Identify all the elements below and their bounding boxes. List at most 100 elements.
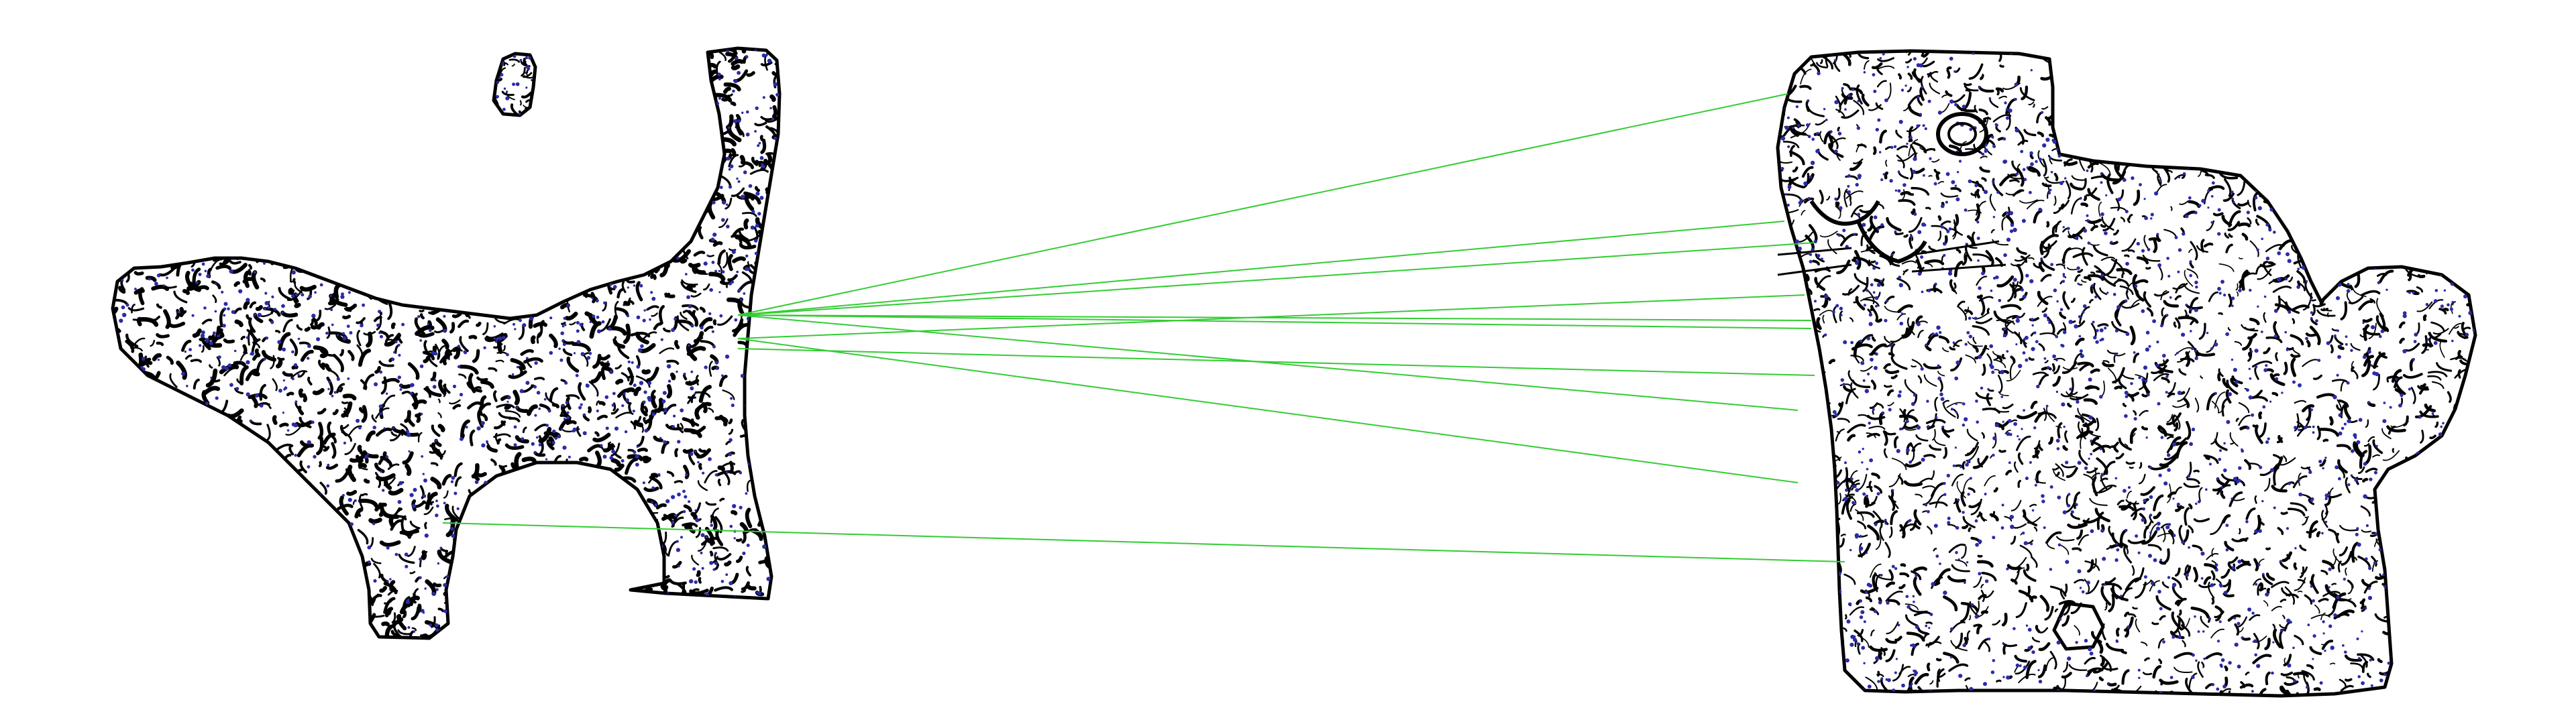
- texture-stroke: [242, 277, 253, 284]
- texture-stroke: [430, 174, 441, 182]
- keypoint: [147, 382, 152, 386]
- texture-stroke: [484, 66, 498, 73]
- keypoint: [592, 314, 596, 318]
- texture-stroke: [219, 138, 235, 152]
- texture-stroke: [582, 66, 590, 78]
- keypoint: [700, 326, 704, 330]
- texture-stroke: [129, 257, 142, 262]
- texture-stroke: [350, 181, 355, 190]
- keypoint: [113, 373, 118, 378]
- texture-stroke: [311, 115, 325, 122]
- texture-stroke: [2381, 428, 2392, 440]
- texture-stroke: [128, 644, 130, 656]
- texture-stroke: [362, 140, 368, 144]
- texture-stroke: [135, 483, 141, 499]
- texture-stroke: [591, 188, 610, 198]
- texture-stroke: [276, 507, 285, 512]
- keypoint: [625, 538, 629, 542]
- texture-stroke: [168, 231, 178, 237]
- keypoint: [661, 112, 665, 115]
- texture-stroke: [117, 145, 129, 159]
- keypoint: [253, 118, 257, 123]
- keypoint: [327, 463, 330, 467]
- texture-stroke: [131, 83, 145, 93]
- texture-stroke: [476, 321, 482, 327]
- texture-stroke: [117, 603, 124, 614]
- texture-stroke: [687, 190, 692, 204]
- texture-stroke: [710, 514, 718, 531]
- keypoint: [671, 328, 675, 333]
- keypoint: [107, 113, 110, 117]
- texture-stroke: [246, 314, 251, 320]
- keypoint: [714, 622, 718, 626]
- keypoint: [180, 234, 184, 238]
- texture-stroke: [760, 138, 767, 154]
- texture-stroke: [648, 617, 655, 627]
- texture-stroke: [246, 122, 260, 138]
- texture-stroke: [614, 364, 622, 370]
- texture-stroke: [227, 540, 235, 552]
- texture-stroke: [520, 349, 534, 356]
- texture-stroke: [441, 339, 449, 350]
- keypoint: [761, 53, 766, 58]
- texture-stroke: [309, 56, 322, 64]
- texture-stroke: [240, 599, 245, 608]
- keypoint: [496, 80, 500, 84]
- texture-stroke: [513, 535, 521, 543]
- keypoint: [298, 186, 302, 190]
- texture-stroke: [554, 252, 565, 259]
- keypoint: [560, 428, 564, 430]
- texture-stroke: [2033, 526, 2038, 532]
- keypoint: [354, 152, 358, 156]
- keypoint: [592, 630, 595, 633]
- texture-stroke: [478, 591, 488, 598]
- keypoint: [453, 282, 458, 286]
- texture-stroke: [1933, 548, 1937, 552]
- texture-stroke: [242, 628, 254, 638]
- keypoint: [136, 239, 141, 244]
- keypoint: [294, 454, 297, 457]
- texture-stroke: [341, 48, 350, 50]
- texture-stroke: [1805, 649, 1821, 660]
- keypoint: [699, 142, 703, 146]
- texture-stroke: [718, 51, 727, 61]
- texture-stroke: [371, 414, 377, 423]
- texture-stroke: [521, 91, 533, 99]
- texture-stroke: [409, 111, 422, 117]
- keypoint: [653, 103, 657, 107]
- keypoint: [113, 634, 117, 638]
- texture-stroke: [142, 59, 151, 75]
- texture-stroke: [2118, 118, 2130, 125]
- texture-stroke: [424, 131, 431, 138]
- texture-stroke: [2072, 391, 2078, 396]
- texture-stroke: [482, 135, 493, 149]
- texture-stroke: [1780, 678, 1794, 690]
- keypoint: [766, 226, 771, 230]
- texture-stroke: [252, 251, 258, 258]
- texture-stroke: [235, 518, 240, 536]
- keypoint: [389, 578, 392, 581]
- texture-stroke: [678, 188, 686, 210]
- texture-stroke: [203, 254, 209, 259]
- keypoint: [740, 373, 745, 378]
- keypoint: [566, 416, 570, 420]
- texture-stroke: [699, 317, 713, 328]
- texture-stroke: [379, 278, 396, 288]
- keypoint: [623, 392, 626, 396]
- texture-stroke: [493, 433, 511, 438]
- texture-stroke: [2320, 85, 2324, 99]
- texture-stroke: [2408, 561, 2412, 574]
- texture-stroke: [756, 324, 760, 332]
- texture-stroke: [676, 115, 692, 123]
- keypoint: [458, 171, 461, 174]
- texture-stroke: [777, 540, 780, 544]
- texture-stroke: [396, 515, 407, 521]
- texture-stroke: [2365, 467, 2378, 473]
- keypoint: [413, 296, 416, 300]
- keypoint: [499, 117, 502, 119]
- keypoint: [643, 241, 646, 245]
- texture-stroke: [681, 139, 689, 147]
- keypoint: [365, 639, 368, 642]
- texture-stroke: [419, 103, 426, 109]
- texture-stroke: [1985, 250, 1994, 267]
